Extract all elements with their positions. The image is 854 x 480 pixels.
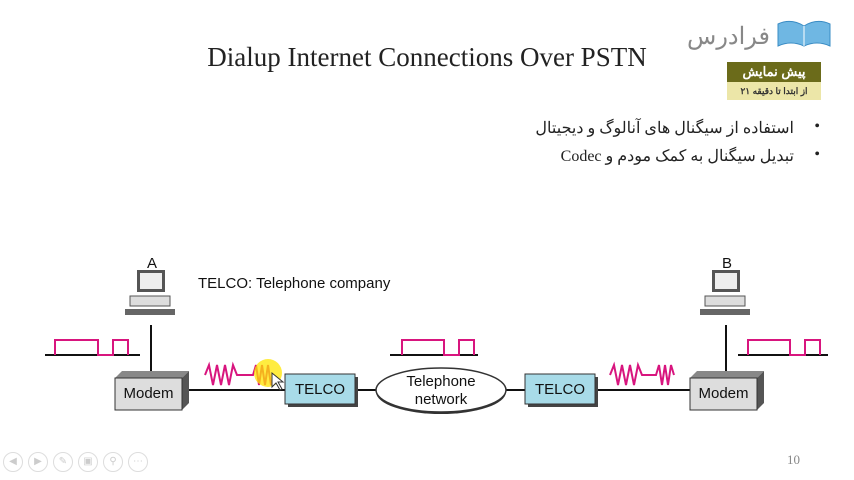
- digital-signals: [45, 339, 828, 356]
- label-a: A: [147, 255, 158, 272]
- computer-b-icon: [700, 270, 750, 315]
- page-number: 10: [787, 452, 800, 467]
- cursor-icon: [271, 371, 285, 391]
- slides-icon[interactable]: ▣: [78, 452, 98, 472]
- label-b: B: [722, 255, 733, 272]
- slide-title: Dialup Internet Connections Over PSTN: [207, 42, 647, 72]
- prev-icon[interactable]: ◀: [3, 452, 23, 472]
- badge-subtitle: از ابتدا تا دقیقه ۲۱: [727, 82, 821, 100]
- network-diagram: [45, 270, 828, 414]
- network-line2: network: [414, 391, 468, 408]
- zoom-icon[interactable]: ⚲: [103, 452, 123, 472]
- telco-legend: TELCO: Telephone company: [198, 275, 391, 292]
- network-line1: Telephone: [406, 373, 476, 390]
- computer-a-icon: [125, 270, 175, 315]
- modem-a-label: Modem: [123, 385, 174, 402]
- modem-b-label: Modem: [698, 385, 749, 402]
- badge-title: پیش نمایش: [727, 62, 821, 82]
- modem-b: [689, 371, 764, 411]
- network-label: Telephone network: [376, 373, 506, 409]
- telco-a-label: TELCO: [294, 381, 345, 398]
- book-logo-icon: [777, 20, 831, 47]
- bullet-2: تبدیل سیگنال به کمک مودم و Codec: [561, 146, 821, 166]
- next-icon[interactable]: ▶: [28, 452, 48, 472]
- pen-icon[interactable]: ✎: [53, 452, 73, 472]
- modem-a: [114, 371, 189, 411]
- more-icon[interactable]: ⋯: [128, 452, 148, 472]
- telco-b-label: TELCO: [534, 381, 585, 398]
- bullet-1: استفاده از سیگنال های آنالوگ و دیجیتال: [535, 118, 819, 138]
- logo: فرادرس: [687, 23, 770, 50]
- preview-badge: پیش نمایش از ابتدا تا دقیقه ۲۱: [727, 62, 821, 100]
